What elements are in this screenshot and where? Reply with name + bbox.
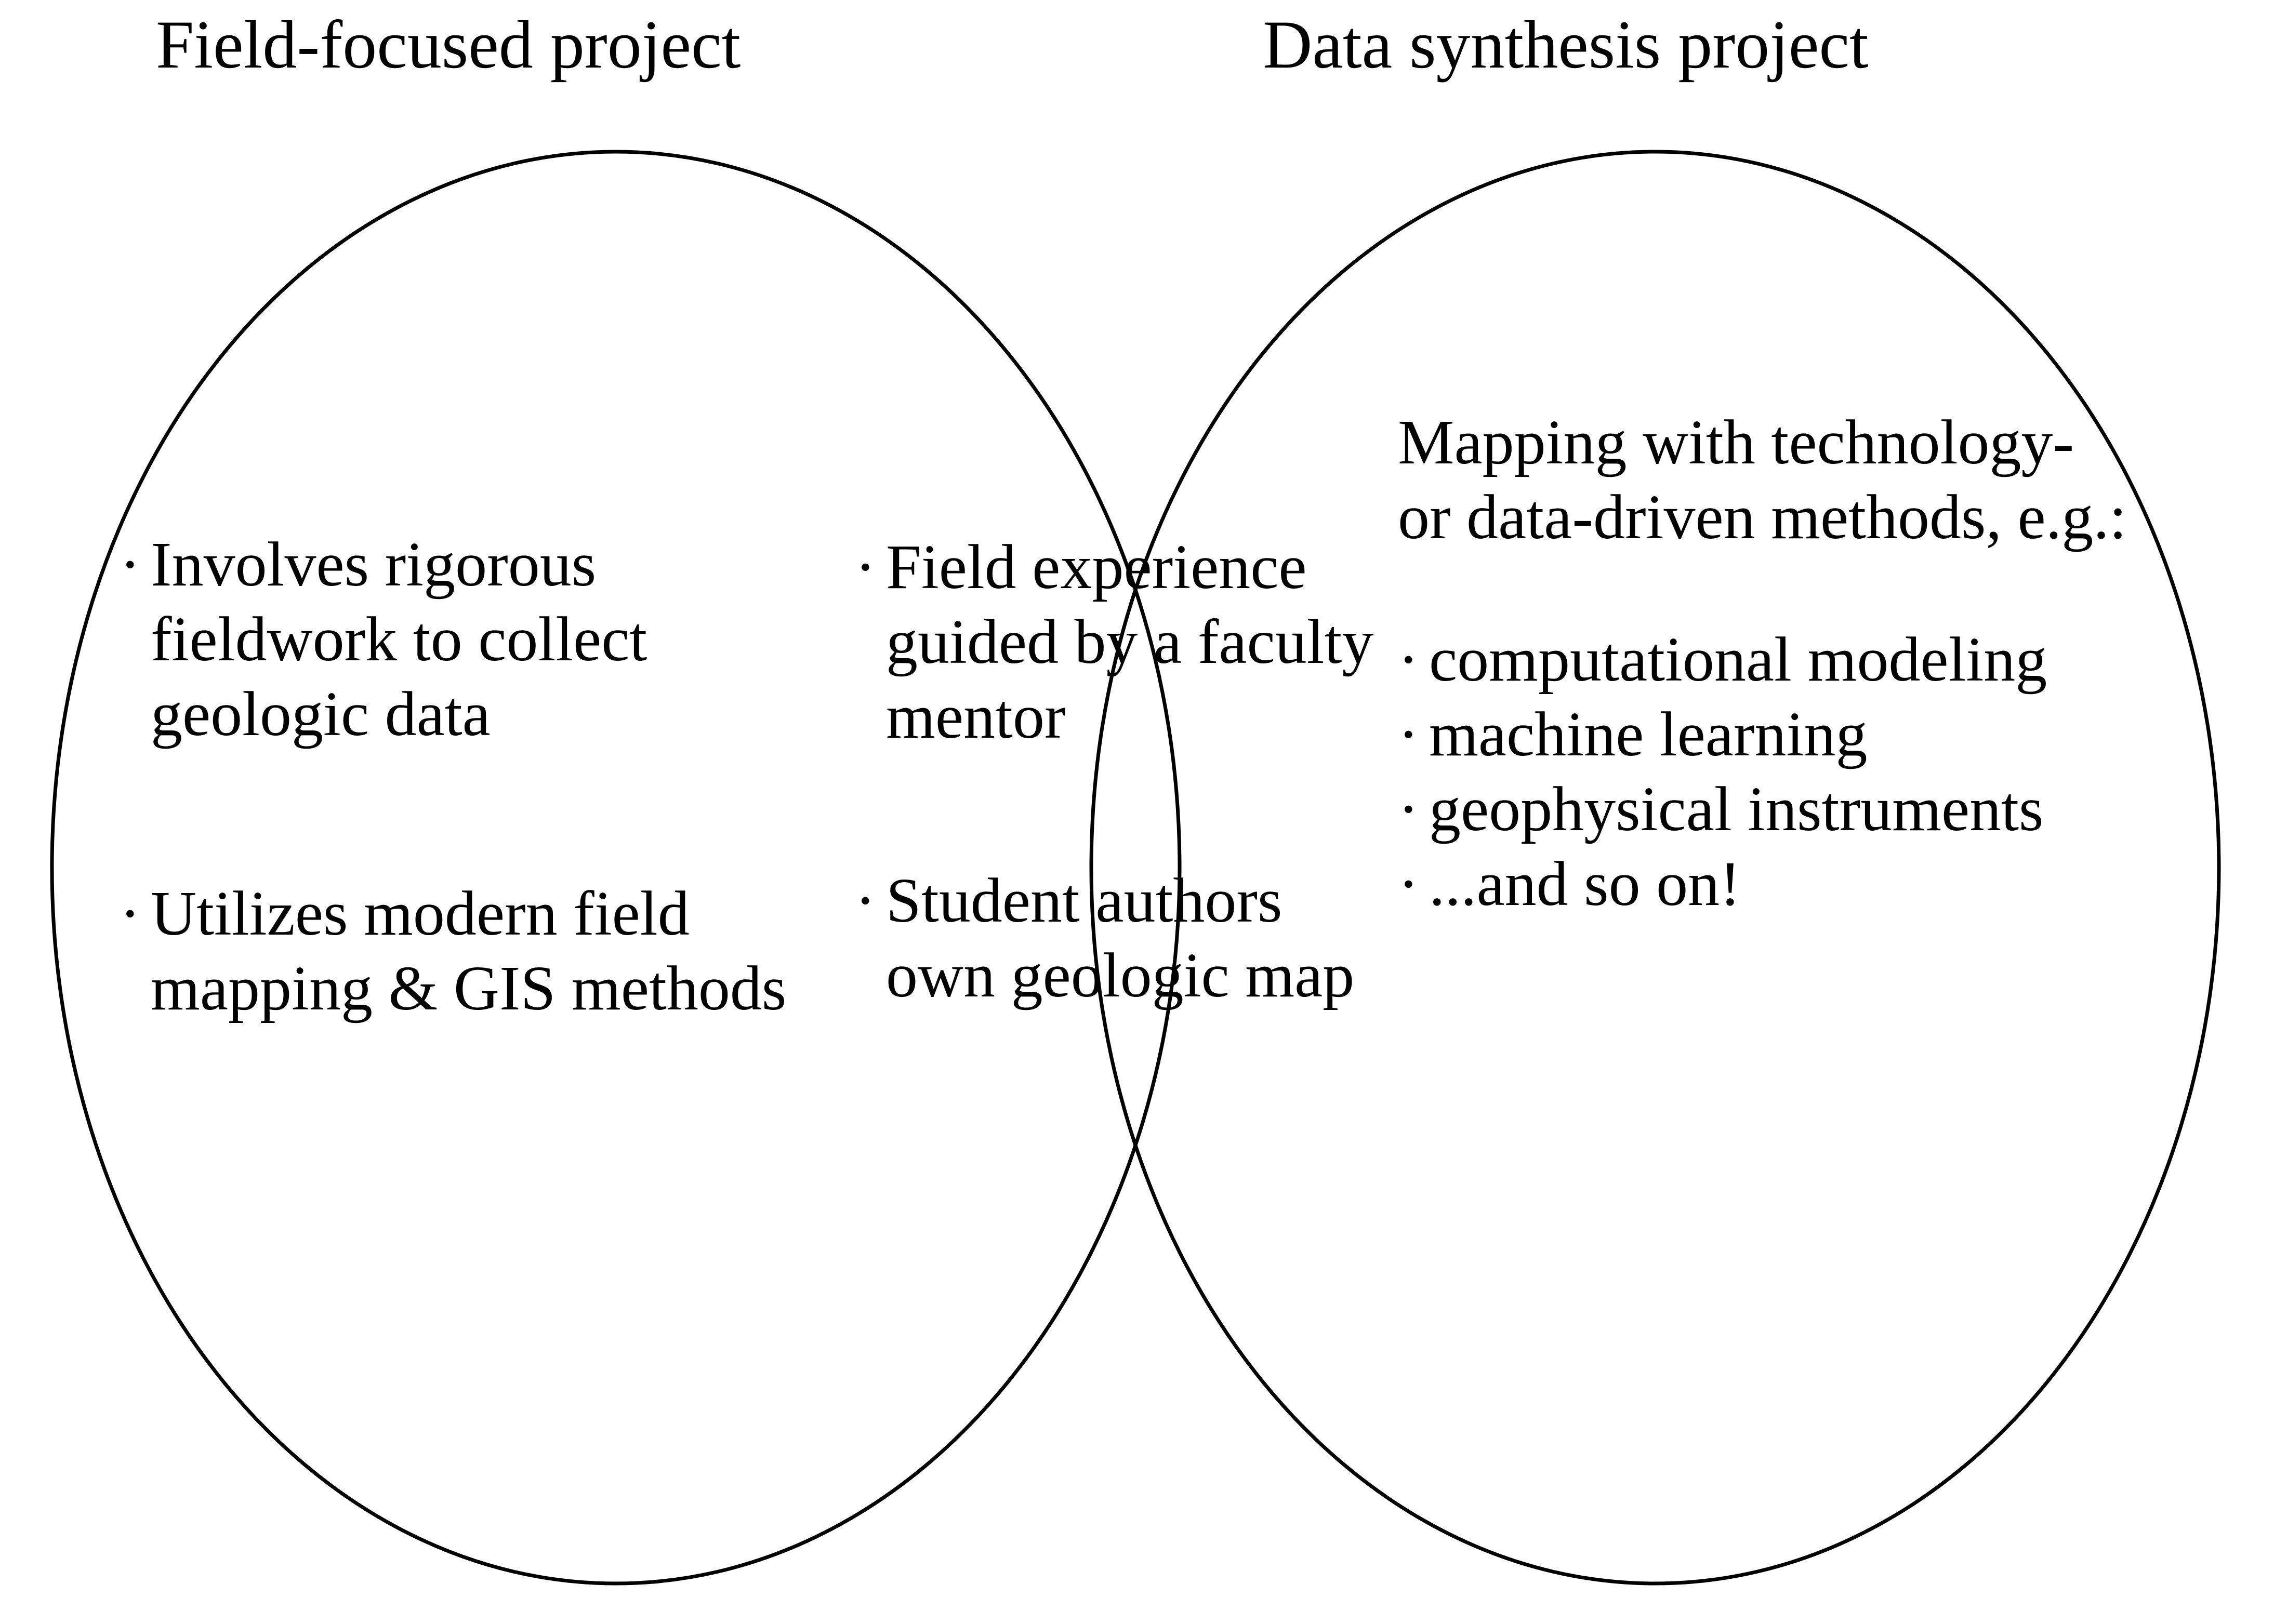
list-item: · computational modeling [1398,622,2136,697]
left-circle [50,150,1182,1586]
left-bullet-2-text: Utilizes modern field mapping & GIS meth… [151,878,787,1023]
list-item: · Involves rigorous fieldwork to collect… [120,527,826,752]
left-bullet-1-text: Involves rigorous fieldwork to collect g… [151,529,647,749]
intersection-content: · Field experience guided by a faculty m… [855,530,1374,1013]
list-item: · ...and so on! [1398,847,2136,922]
right-bullet-1-text: computational modeling [1429,624,2047,695]
bullet-icon: · [1398,699,1419,769]
list-item: · Utilizes modern field mapping & GIS me… [120,876,826,1026]
list-item: · Field experience guided by a faculty m… [855,530,1374,754]
list-item: · machine learning [1398,697,2136,772]
right-bullet-4-text: ...and so on! [1429,848,1741,919]
left-set-title: Field-focused project [156,6,741,83]
list-item: · geophysical instruments [1398,772,2136,847]
right-set-content: Mapping with technology- or data-driven … [1398,405,2136,922]
bullet-icon: · [120,878,141,949]
list-item: · Student authors own geologic map [855,863,1374,1013]
right-set-heading: Mapping with technology- or data-driven … [1398,407,2127,552]
bullet-icon: · [855,532,876,602]
left-set-content: · Involves rigorous fieldwork to collect… [120,527,826,1026]
right-bullet-2-text: machine learning [1429,699,1868,769]
bullet-icon: · [1398,774,1419,844]
intersection-bullet-1-text: Field experience guided by a faculty men… [886,532,1374,752]
right-bullet-3-text: geophysical instruments [1429,774,2044,844]
right-set-title: Data synthesis project [1263,6,1869,83]
bullet-icon: · [855,865,876,936]
bullet-icon: · [1398,848,1419,919]
intersection-bullet-2-text: Student authors own geologic map [886,865,1355,1010]
right-circle [1089,150,2221,1586]
bullet-icon: · [120,529,141,600]
bullet-icon: · [1398,624,1419,695]
right-set-sublist: · computational modeling · machine learn… [1398,622,2136,922]
